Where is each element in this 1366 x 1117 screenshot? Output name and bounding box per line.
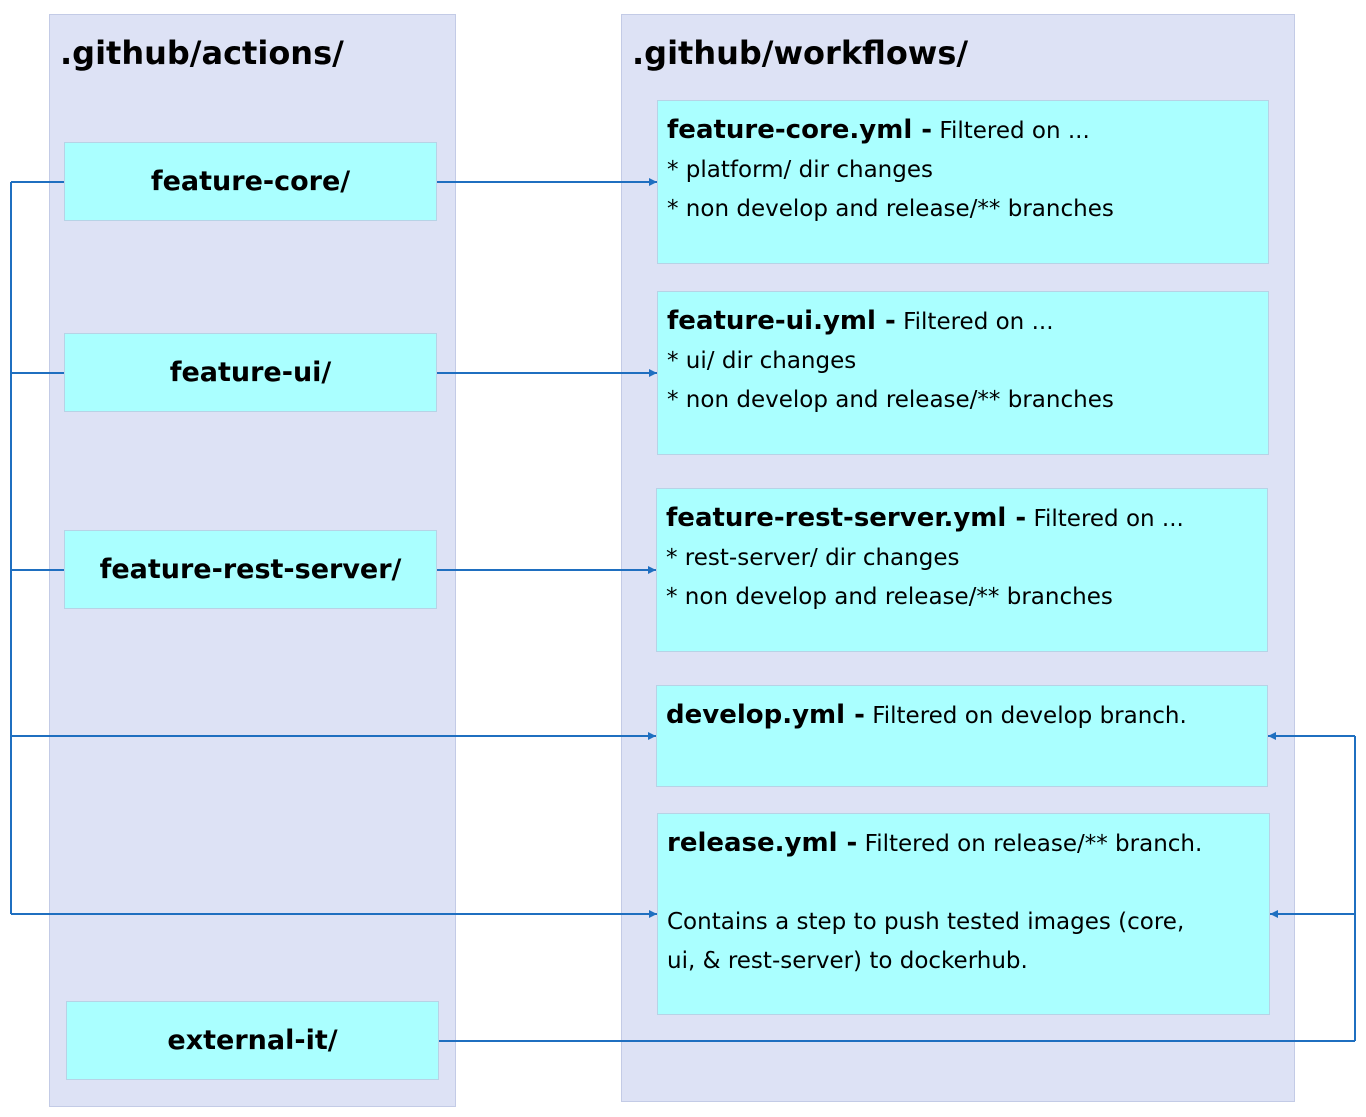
workflow-name: feature-rest-server.yml - <box>666 503 1027 533</box>
workflow-line: ui, & rest-server) to dockerhub. <box>667 948 1028 974</box>
workflow-line: * non develop and release/** branches <box>667 387 1114 413</box>
workflow-name: release.yml - <box>667 828 858 858</box>
actions-panel-title: .github/actions/ <box>60 34 344 72</box>
workflow-line: * non develop and release/** branches <box>666 584 1113 610</box>
workflow-description: Filtered on ... <box>1033 506 1184 532</box>
workflow-name: feature-ui.yml - <box>667 306 896 336</box>
action-label: feature-rest-server/ <box>99 554 402 585</box>
workflow-line: * ui/ dir changes <box>667 348 857 374</box>
workflow-feature-core[interactable]: feature-core.yml - Filtered on ... * pla… <box>657 100 1269 264</box>
workflow-feature-rest-server[interactable]: feature-rest-server.yml - Filtered on ..… <box>656 488 1268 652</box>
action-external-it[interactable]: external-it/ <box>66 1001 439 1080</box>
workflow-description: Filtered on develop branch. <box>872 703 1187 729</box>
workflow-line: Contains a step to push tested images (c… <box>667 909 1185 935</box>
workflow-name: feature-core.yml - <box>667 115 933 145</box>
workflow-develop[interactable]: develop.yml - Filtered on develop branch… <box>656 685 1268 787</box>
workflow-release[interactable]: release.yml - Filtered on release/** bra… <box>657 813 1270 1015</box>
workflows-panel-title: .github/workflows/ <box>632 34 969 72</box>
action-label: feature-core/ <box>150 166 351 197</box>
action-feature-rest-server[interactable]: feature-rest-server/ <box>64 530 437 609</box>
workflow-line: * platform/ dir changes <box>667 157 933 183</box>
workflow-description: Filtered on ... <box>939 118 1090 144</box>
workflow-description: Filtered on ... <box>903 309 1054 335</box>
action-label: external-it/ <box>167 1025 338 1056</box>
action-feature-core[interactable]: feature-core/ <box>64 142 437 221</box>
workflow-line: * rest-server/ dir changes <box>666 545 960 571</box>
workflow-description: Filtered on release/** branch. <box>864 831 1203 857</box>
action-label: feature-ui/ <box>169 357 332 388</box>
workflow-feature-ui[interactable]: feature-ui.yml - Filtered on ... * ui/ d… <box>657 291 1269 455</box>
workflow-line: * non develop and release/** branches <box>667 196 1114 222</box>
action-feature-ui[interactable]: feature-ui/ <box>64 333 437 412</box>
workflow-name: develop.yml - <box>666 700 865 730</box>
